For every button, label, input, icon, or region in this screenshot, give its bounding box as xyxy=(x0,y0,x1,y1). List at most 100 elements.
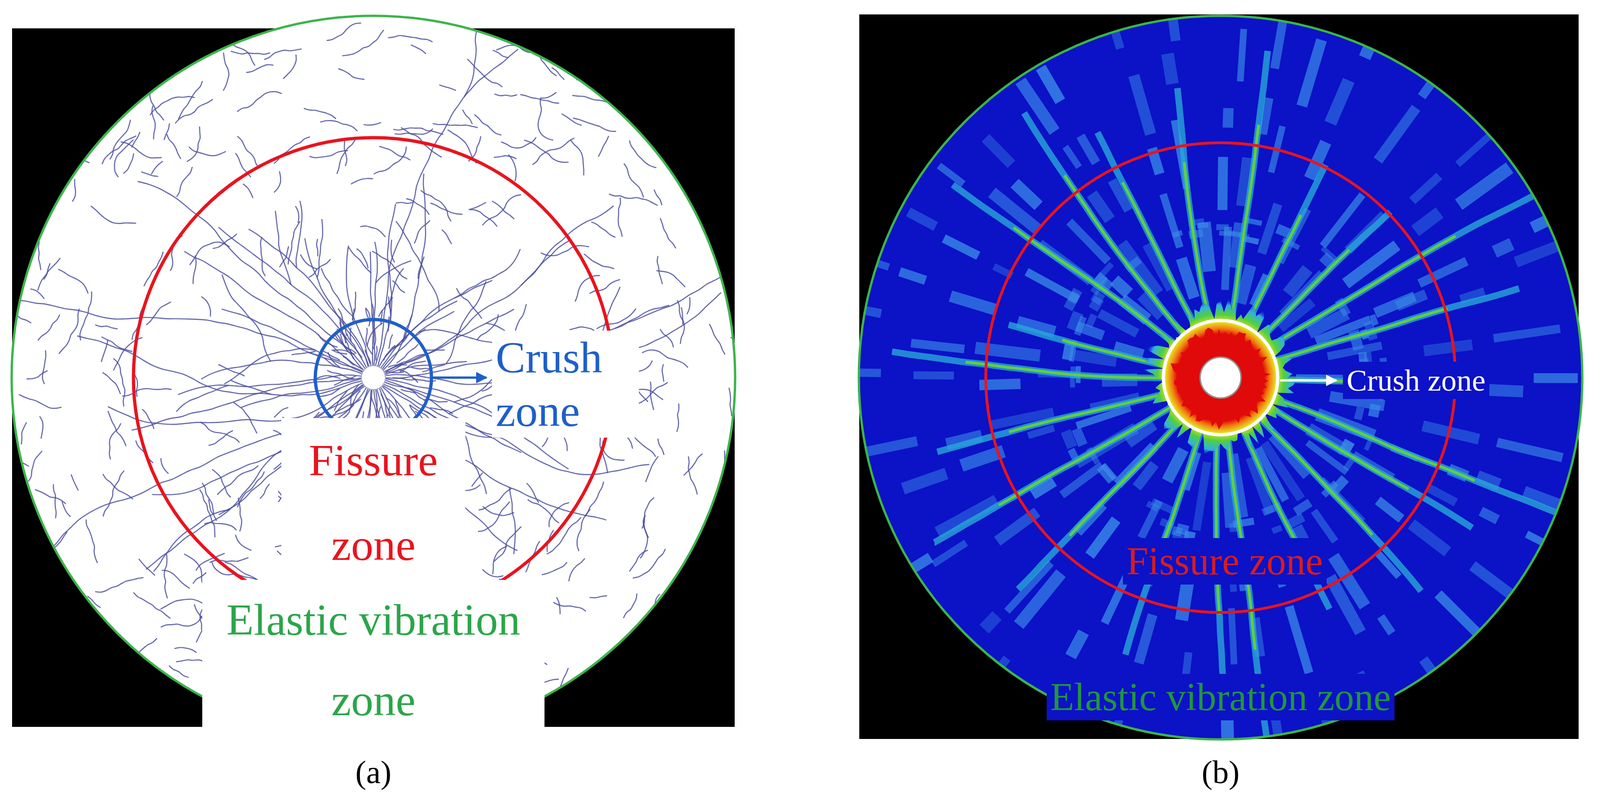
crack-line xyxy=(456,288,482,319)
crack-line xyxy=(365,308,371,326)
crack-line xyxy=(553,602,586,611)
crack-line xyxy=(86,519,98,563)
crack-line xyxy=(681,307,684,325)
crack-line xyxy=(392,280,405,293)
crack-line xyxy=(376,346,378,361)
crack-line xyxy=(508,154,517,181)
leader-arrow xyxy=(1280,379,1337,382)
crack-line xyxy=(337,334,347,351)
crack-line xyxy=(521,239,571,286)
panel-label: (a) xyxy=(351,752,396,792)
crack-line xyxy=(463,431,487,494)
panel-label-holder: (a) xyxy=(351,752,396,792)
crack-line xyxy=(309,150,348,158)
damage-fragment xyxy=(1296,38,1327,108)
damage-fragment xyxy=(936,162,966,187)
crack-line xyxy=(937,391,1172,452)
crack-pattern xyxy=(0,23,780,773)
damage-fragment xyxy=(1236,28,1248,82)
zone-label-holder: Crush zone xyxy=(491,330,639,438)
crack-line xyxy=(208,499,217,521)
crack-line xyxy=(178,81,203,120)
crack-line xyxy=(378,204,396,366)
crack-line xyxy=(399,361,426,372)
crack-line xyxy=(62,502,71,517)
crack-line xyxy=(313,375,341,381)
damage-fragment xyxy=(1411,207,1444,237)
crack-line xyxy=(393,127,443,135)
zone-label-holder: Elastic vibration zone xyxy=(202,579,545,741)
crack-line xyxy=(218,364,245,376)
crack-line xyxy=(275,211,291,285)
damage-fragment xyxy=(1423,338,1474,357)
crack-line xyxy=(615,305,669,329)
damage-fragment xyxy=(1478,506,1501,525)
crack-line xyxy=(300,254,318,269)
crack-line xyxy=(545,668,568,714)
crack-line xyxy=(189,146,226,156)
crack-line xyxy=(160,458,169,473)
crack-line xyxy=(411,367,431,369)
crack-line xyxy=(386,398,403,421)
damage-fragment xyxy=(941,234,981,260)
damage-fragment xyxy=(1128,73,1157,136)
crack-line xyxy=(478,501,510,532)
crack-line xyxy=(357,248,369,268)
damage-fragment xyxy=(1495,437,1564,462)
damage-fragment xyxy=(1222,107,1234,128)
zone-label-holder: Crush zone xyxy=(1342,361,1490,399)
crack-line xyxy=(16,314,31,323)
crack-line xyxy=(469,209,498,226)
crack-line xyxy=(729,388,732,416)
crack-line xyxy=(274,137,310,164)
crack-line xyxy=(397,344,419,363)
damage-fragment xyxy=(826,298,882,319)
crack-line xyxy=(296,201,303,268)
zone-label: Fissure zone xyxy=(1122,537,1327,585)
crack-line xyxy=(1009,391,1172,432)
crack-line xyxy=(1257,212,1391,343)
crack-line xyxy=(734,345,780,366)
crack-line xyxy=(642,497,654,529)
damage-fragment xyxy=(1434,590,1487,642)
crack-line xyxy=(1064,175,1188,339)
crack-line xyxy=(1268,396,1561,515)
crack-line xyxy=(482,194,521,226)
crack-line xyxy=(350,327,352,342)
damage-fragment xyxy=(1271,524,1283,535)
crack-line xyxy=(618,198,623,237)
damage-fragment xyxy=(1409,172,1443,205)
damage-fragment xyxy=(1374,496,1405,523)
damage-fragment xyxy=(1161,52,1179,85)
crack-line xyxy=(643,516,649,538)
crack-line xyxy=(142,409,154,429)
crack-line xyxy=(133,592,171,619)
crack-line xyxy=(333,350,347,354)
crack-line xyxy=(295,206,299,223)
damage-fragment xyxy=(1455,128,1497,167)
crack-line xyxy=(260,484,270,498)
crack-line xyxy=(430,407,453,414)
crack-line xyxy=(223,53,230,91)
damage-fragment xyxy=(913,371,954,380)
crack-line xyxy=(433,123,478,128)
crack-line xyxy=(573,118,616,132)
crack-line xyxy=(662,364,664,381)
crack-line xyxy=(212,562,256,579)
damage-fragment xyxy=(1576,445,1600,468)
zone-label: Elastic vibration zone xyxy=(1046,673,1395,721)
zone-label: Fissure zone xyxy=(281,418,466,588)
crack-line xyxy=(381,393,389,416)
crack-line xyxy=(677,300,685,344)
crack-line xyxy=(1269,308,1448,362)
damage-fragment xyxy=(1216,224,1229,231)
crack-line xyxy=(493,50,509,58)
crack-line xyxy=(200,422,240,443)
crack-line xyxy=(598,136,609,157)
crack-line xyxy=(217,465,259,495)
crack-line xyxy=(231,51,270,54)
crack-line xyxy=(590,595,607,598)
crack-line xyxy=(19,394,62,409)
damage-fragment xyxy=(1074,315,1087,336)
crack-line xyxy=(411,45,426,54)
